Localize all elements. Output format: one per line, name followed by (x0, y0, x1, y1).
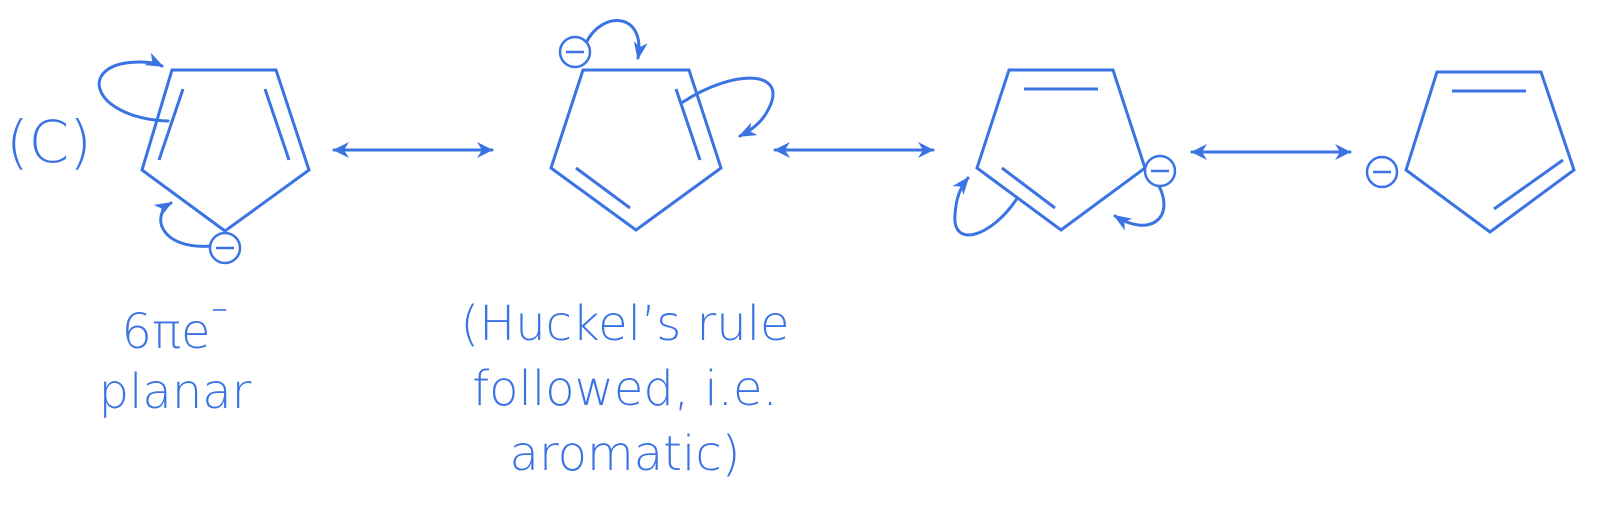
huckel-note-line-3: aromatic) (509, 426, 741, 482)
negative-charge-icon (558, 35, 592, 69)
curved-arrow-icon (952, 176, 1018, 237)
electron-count-note: 6πe⁻ planar (70, 290, 280, 422)
negative-charge-icon (208, 231, 242, 265)
planar-text: planar (98, 364, 252, 420)
double-bond-line (157, 88, 185, 161)
electron-charge-superscript: ⁻ (210, 296, 229, 336)
cyclopentadienyl-ring (140, 68, 311, 233)
electron-count-line: 6πe⁻ (70, 290, 280, 362)
resonance-structure-3 (952, 68, 1177, 237)
curved-arrow-icon (681, 76, 775, 138)
negative-charge-icon (1143, 154, 1177, 188)
cyclopentadienyl-ring (1404, 70, 1576, 234)
negative-charge-icon (1365, 155, 1399, 189)
resonance-structure-2 (549, 19, 775, 232)
electron-count-text: 6πe (121, 304, 211, 360)
double-bond-line (263, 88, 291, 161)
curved-arrow-icon (97, 52, 170, 123)
double-bond-line (1001, 166, 1056, 210)
huckel-rule-note: (Huckel’s rule followed, i.e. aromatic) (410, 292, 840, 487)
double-bond-line (674, 88, 702, 161)
huckel-note-line-2: followed, i.e. (472, 361, 778, 417)
curved-arrow-icon (1113, 184, 1166, 231)
resonance-structure-1 (97, 52, 311, 265)
cyclopentadienyl-ring (549, 68, 723, 232)
cyclopentadienyl-ring (975, 68, 1147, 232)
part-label: (C) (6, 108, 92, 176)
double-bond-line (1493, 158, 1564, 211)
curved-arrow-icon (153, 201, 213, 248)
double-bond-line (575, 166, 631, 210)
huckel-note-line-1: (Huckel’s rule (460, 296, 790, 352)
curved-arrow-icon (584, 19, 648, 60)
resonance-structure-4 (1365, 70, 1576, 234)
